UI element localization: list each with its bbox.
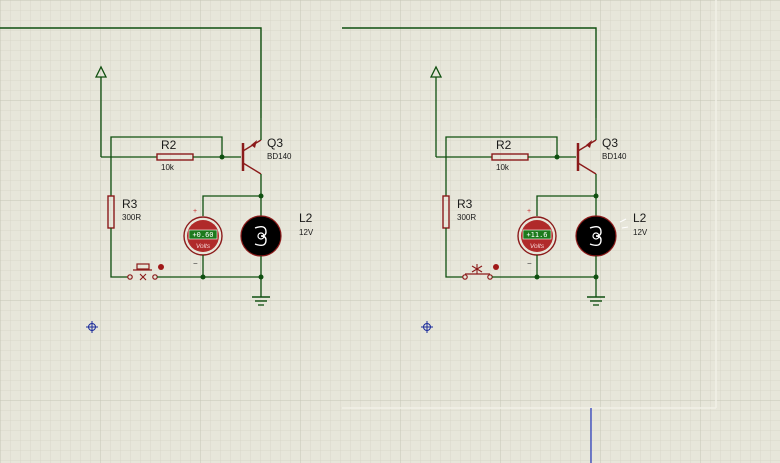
- r3-value: 300R: [457, 213, 476, 222]
- l2-ref: L2: [299, 211, 313, 225]
- r2-value: 10k: [161, 163, 175, 172]
- q3-ref: Q3: [267, 136, 283, 150]
- power-terminal-icon[interactable]: [429, 65, 443, 157]
- origin-crosshair-icon: [421, 321, 433, 333]
- minus-sign: −: [527, 259, 532, 268]
- junction-dot: [534, 274, 540, 280]
- r2-ref: R2: [496, 138, 512, 152]
- wire[interactable]: [202, 195, 262, 216]
- power-terminal-icon[interactable]: [94, 65, 108, 157]
- q3-ref: Q3: [602, 136, 618, 150]
- voltmeter-unit: Volts: [530, 243, 545, 250]
- wire-loop[interactable]: [445, 136, 558, 157]
- voltmeter-reading: +0.60: [192, 231, 213, 239]
- push-switch-closed[interactable]: [462, 264, 499, 280]
- wire[interactable]: [536, 195, 597, 216]
- voltmeter-display: [188, 229, 218, 240]
- wire[interactable]: [110, 228, 128, 278]
- circuit-left: R2 10k Q3 BD140 L2 12V +0.60: [0, 27, 314, 333]
- ground-icon[interactable]: [252, 296, 270, 306]
- plus-sign: +: [193, 208, 197, 215]
- r3-ref: R3: [457, 197, 473, 211]
- minus-sign: −: [193, 259, 198, 268]
- voltmeter-display: [522, 229, 552, 240]
- origin-crosshair-icon: [86, 321, 98, 333]
- junction-dot: [258, 193, 264, 199]
- transistor-q3[interactable]: [576, 139, 597, 175]
- junction-dot: [554, 154, 560, 160]
- q3-part: BD140: [267, 152, 292, 161]
- junction-dot: [219, 154, 225, 160]
- r3-value: 300R: [122, 213, 141, 222]
- voltmeter-reading: +11.6: [526, 231, 547, 239]
- r3-ref: R3: [122, 197, 138, 211]
- l2-value: 12V: [633, 228, 648, 237]
- l2-value: 12V: [299, 228, 314, 237]
- junction-dot: [593, 193, 599, 199]
- transistor-q3[interactable]: [241, 139, 262, 175]
- junction-dot: [200, 274, 206, 280]
- wire[interactable]: [445, 228, 463, 278]
- junction-dot: [593, 274, 599, 280]
- plus-sign: +: [527, 208, 531, 215]
- ground-icon[interactable]: [587, 296, 605, 306]
- junction-dot: [258, 274, 264, 280]
- voltmeter-unit: Volts: [196, 243, 211, 250]
- supply-wire[interactable]: [342, 27, 597, 118]
- r2-ref: R2: [161, 138, 177, 152]
- wire-loop[interactable]: [110, 136, 223, 157]
- l2-ref: L2: [633, 211, 647, 225]
- supply-wire[interactable]: [0, 27, 262, 118]
- q3-part: BD140: [602, 152, 627, 161]
- lamp-l2-icon[interactable]: [240, 215, 282, 257]
- voltmeter[interactable]: +0.60 Volts + −: [183, 208, 223, 268]
- r2-value: 10k: [496, 163, 510, 172]
- voltmeter[interactable]: +11.6 Volts + −: [517, 208, 557, 268]
- circuit-right: R2 10k Q3 BD140 L2 12V +11.6 V: [342, 27, 648, 333]
